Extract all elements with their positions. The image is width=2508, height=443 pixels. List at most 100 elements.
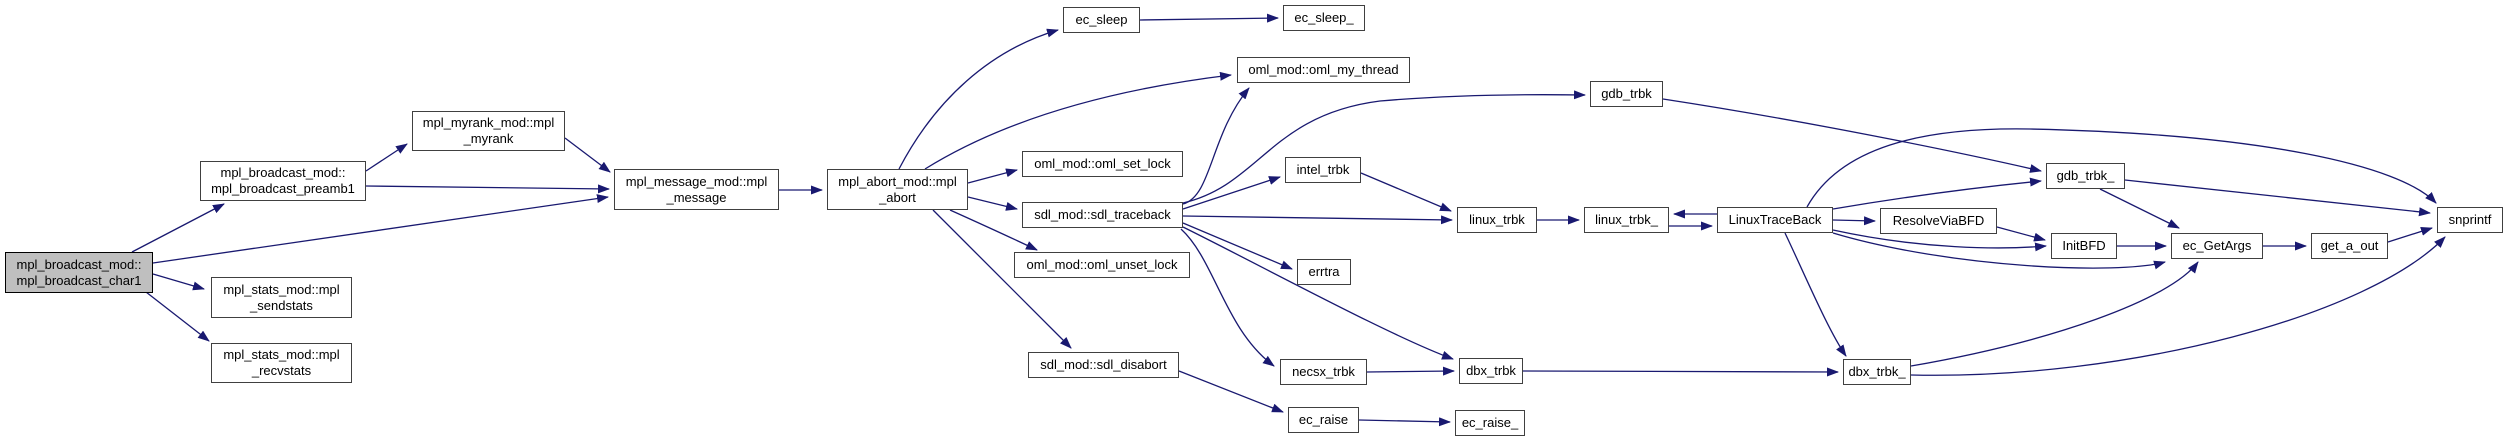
edge-traceback-to-intel-trbk xyxy=(1182,176,1281,210)
node-label: mpl_broadcast_mod:: mpl_broadcast_preamb… xyxy=(211,165,355,196)
node-linux-trbk[interactable]: linux_trbk xyxy=(1457,207,1537,233)
edge-traceback-to-errtra xyxy=(1182,222,1293,270)
edge-linuxtraceback-to-initbfd xyxy=(1832,229,2047,252)
edge-char1-to-recvstats xyxy=(145,291,210,342)
node-ec-sleep_[interactable]: ec_sleep_ xyxy=(1283,5,1365,31)
node-oml-my-thread[interactable]: oml_mod::oml_my_thread xyxy=(1237,57,1410,83)
edge-abort-to-oml-unset-lock xyxy=(949,209,1038,251)
node-label: get_a_out xyxy=(2320,238,2379,253)
edge-necsx-to-dbx-trbk xyxy=(1366,366,1455,376)
node-label: ec_sleep_ xyxy=(1294,10,1354,25)
node-label: ec_GetArgs xyxy=(2182,238,2252,253)
node-intel-trbk[interactable]: intel_trbk xyxy=(1285,157,1361,183)
edge-abort-to-ec-sleep xyxy=(898,28,1059,170)
node-errtra[interactable]: errtra xyxy=(1297,259,1351,285)
node-label: mpl_stats_mod::mpl _recvstats xyxy=(223,347,340,378)
edge-char1-to-sendstats xyxy=(152,273,205,291)
node-mpl-abort[interactable]: mpl_abort_mod::mpl _abort xyxy=(827,169,968,210)
node-label: gdb_trbk_ xyxy=(2056,168,2115,183)
node-resolveviabfd[interactable]: ResolveViaBFD xyxy=(1880,208,1997,234)
edge-resolveviabfd-to-initbfd xyxy=(1996,226,2046,242)
node-sdl-traceback[interactable]: sdl_mod::sdl_traceback xyxy=(1022,202,1183,228)
edge-gdb-trbk_-to-ec-getargs xyxy=(2099,188,2180,229)
edge-abort-to-sdl-traceback xyxy=(967,196,1018,211)
node-dbx-trbk_[interactable]: dbx_trbk_ xyxy=(1843,359,1911,385)
edge-traceback-to-dbx-trbk xyxy=(1182,226,1454,360)
node-necsx-trbk[interactable]: necsx_trbk xyxy=(1280,359,1367,385)
node-sdl-disabort[interactable]: sdl_mod::sdl_disabort xyxy=(1028,352,1179,378)
node-label: errtra xyxy=(1308,264,1340,279)
node-label: snprintf xyxy=(2448,212,2492,227)
node-label: linux_trbk_ xyxy=(1595,212,1658,227)
node-label: InitBFD xyxy=(2062,238,2106,253)
edge-traceback-to-oml-my-thread xyxy=(1182,87,1250,205)
node-label: dbx_trbk xyxy=(1466,363,1516,378)
node-get-a-out[interactable]: get_a_out xyxy=(2311,233,2388,259)
edge-disabort-to-ec-raise xyxy=(1178,370,1284,413)
node-gdb-trbk_[interactable]: gdb_trbk_ xyxy=(2046,163,2125,189)
node-ec-sleep[interactable]: ec_sleep xyxy=(1063,7,1140,33)
node-mpl-broadcast-char1: mpl_broadcast_mod:: mpl_broadcast_char1 xyxy=(5,252,153,293)
node-initbfd[interactable]: InitBFD xyxy=(2051,233,2117,259)
node-label: mpl_myrank_mod::mpl _myrank xyxy=(422,115,555,146)
edge-abort-to-oml-my-thread xyxy=(924,71,1232,170)
node-label: oml_mod::oml_unset_lock xyxy=(1026,257,1178,272)
node-dbx-trbk[interactable]: dbx_trbk xyxy=(1459,358,1523,384)
node-label: ec_raise xyxy=(1298,412,1349,427)
edge-linuxtraceback-to-dbx-trbk_ xyxy=(1784,232,1847,357)
node-label: linux_trbk xyxy=(1469,212,1525,227)
node-label: dbx_trbk_ xyxy=(1848,364,1906,379)
node-ec-raise[interactable]: ec_raise xyxy=(1288,407,1359,433)
node-label: intel_trbk xyxy=(1296,162,1350,177)
node-ec-getargs[interactable]: ec_GetArgs xyxy=(2171,233,2263,259)
edge-traceback-to-gdb-trbk xyxy=(1182,90,1586,204)
node-mpl-recvstats[interactable]: mpl_stats_mod::mpl _recvstats xyxy=(211,343,352,383)
edge-abort-to-sdl-disabort xyxy=(932,209,1072,349)
edge-get-a-out-to-snprintf xyxy=(2387,227,2433,243)
edge-myrank-to-message xyxy=(564,137,611,173)
edge-linuxtraceback-to-ec-getargs xyxy=(1832,232,2166,270)
edge-char1-to-preamb1 xyxy=(131,203,225,253)
edge-ec-sleep-to-ec-sleep_ xyxy=(1139,13,1279,23)
node-mpl-broadcast-preamb1[interactable]: mpl_broadcast_mod:: mpl_broadcast_preamb… xyxy=(200,161,366,201)
node-label: mpl_broadcast_mod:: mpl_broadcast_char1 xyxy=(16,256,142,288)
node-snprintf[interactable]: snprintf xyxy=(2437,207,2503,233)
node-oml-unset-lock[interactable]: oml_mod::oml_unset_lock xyxy=(1014,252,1190,278)
node-label: ec_raise_ xyxy=(1461,415,1519,430)
node-label: LinuxTraceBack xyxy=(1728,212,1822,227)
node-mpl-myrank[interactable]: mpl_myrank_mod::mpl _myrank xyxy=(412,111,565,151)
edge-traceback-to-necsx-trbk xyxy=(1180,228,1275,367)
node-gdb-trbk[interactable]: gdb_trbk xyxy=(1590,81,1663,107)
edge-linuxtraceback-to-snprintf xyxy=(1806,128,2437,208)
node-linuxtraceback[interactable]: LinuxTraceBack xyxy=(1717,207,1833,233)
edge-dbx-trbk-to-dbx-trbk_ xyxy=(1522,367,1839,377)
node-oml-set-lock[interactable]: oml_mod::oml_set_lock xyxy=(1022,151,1183,177)
edge-ec-raise-to-ec-raise_ xyxy=(1358,417,1451,427)
node-label: sdl_mod::sdl_disabort xyxy=(1040,357,1167,372)
node-ec-raise_[interactable]: ec_raise_ xyxy=(1455,410,1525,436)
edge-traceback-to-linux-trbk xyxy=(1182,215,1453,225)
edge-char1-to-message xyxy=(152,194,609,264)
edge-gdb-trbk_-to-snprintf xyxy=(2124,179,2431,217)
node-label: gdb_trbk xyxy=(1601,86,1652,101)
edge-intel-to-linux-trbk xyxy=(1360,172,1452,212)
node-label: mpl_abort_mod::mpl _abort xyxy=(838,173,957,205)
node-label: mpl_message_mod::mpl _message xyxy=(625,173,768,205)
node-label: sdl_mod::sdl_traceback xyxy=(1034,207,1171,222)
edge-preamb1-to-myrank xyxy=(365,143,408,172)
edge-gdb-trbk-to-gdb-trbk_ xyxy=(1662,98,2042,173)
node-mpl-sendstats[interactable]: mpl_stats_mod::mpl _sendstats xyxy=(211,277,352,318)
node-label: ResolveViaBFD xyxy=(1892,213,1985,228)
node-label: necsx_trbk xyxy=(1292,364,1355,379)
node-label: oml_mod::oml_set_lock xyxy=(1034,156,1171,171)
node-label: ec_sleep xyxy=(1075,12,1128,27)
edge-dbx-trbk_-to-snprintf xyxy=(1910,236,2446,376)
edge-preamb1-to-message xyxy=(365,184,610,194)
node-label: mpl_stats_mod::mpl _sendstats xyxy=(223,281,340,313)
node-linux-trbk_[interactable]: linux_trbk_ xyxy=(1584,207,1669,233)
edge-linuxtraceback-to-gdb-trbk_ xyxy=(1832,177,2042,210)
node-mpl-message[interactable]: mpl_message_mod::mpl _message xyxy=(614,169,779,210)
node-label: oml_mod::oml_my_thread xyxy=(1248,62,1399,77)
